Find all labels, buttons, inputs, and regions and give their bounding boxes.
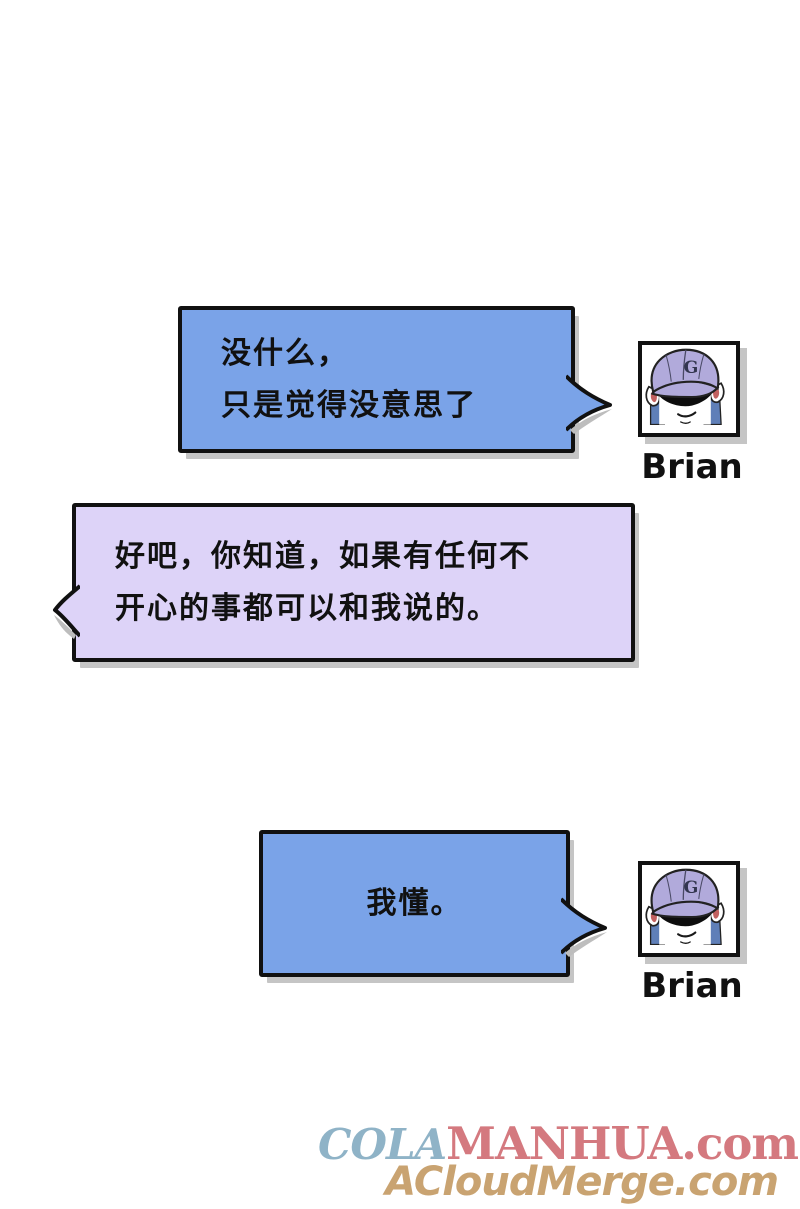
bubble-tail-left-icon xyxy=(53,584,80,639)
avatar-brian-2: G xyxy=(638,861,740,957)
avatar-brian-1: G xyxy=(638,341,740,437)
speech-bubble-brian-1: 没什么， 只是觉得没意思了 xyxy=(178,306,612,453)
watermark-manhua: MANHUA.com xyxy=(446,1117,799,1170)
watermark-cola: COLA xyxy=(318,1120,447,1169)
brian-portrait-icon: G xyxy=(642,345,728,426)
brian-portrait-icon: G xyxy=(642,865,728,946)
cap-letter: G xyxy=(684,358,699,378)
speech-bubble-brian-2: 我懂。 xyxy=(259,830,607,977)
bubble-text-line: 只是觉得没意思了 xyxy=(221,387,477,423)
bubble-text-line: 好吧，你知道，如果有任何不 xyxy=(115,538,531,574)
watermark-site-2: ACloudMerge.com xyxy=(385,1159,779,1205)
cap-letter: G xyxy=(684,878,699,898)
bubble-text-line: 我懂。 xyxy=(366,885,463,921)
speech-bubble-offscreen: 好吧，你知道，如果有任何不 开心的事都可以和我说的。 xyxy=(53,503,635,662)
bubble-text-line: 没什么， xyxy=(221,335,349,371)
character-name: Brian xyxy=(641,966,743,1006)
bubble-text-line: 开心的事都可以和我说的。 xyxy=(115,590,499,626)
watermark-site-1: COLAMANHUA.com xyxy=(318,1120,799,1169)
bubble-tail-right-icon xyxy=(561,897,607,957)
character-name: Brian xyxy=(641,447,743,487)
bubble-tail-right-icon xyxy=(566,374,612,434)
